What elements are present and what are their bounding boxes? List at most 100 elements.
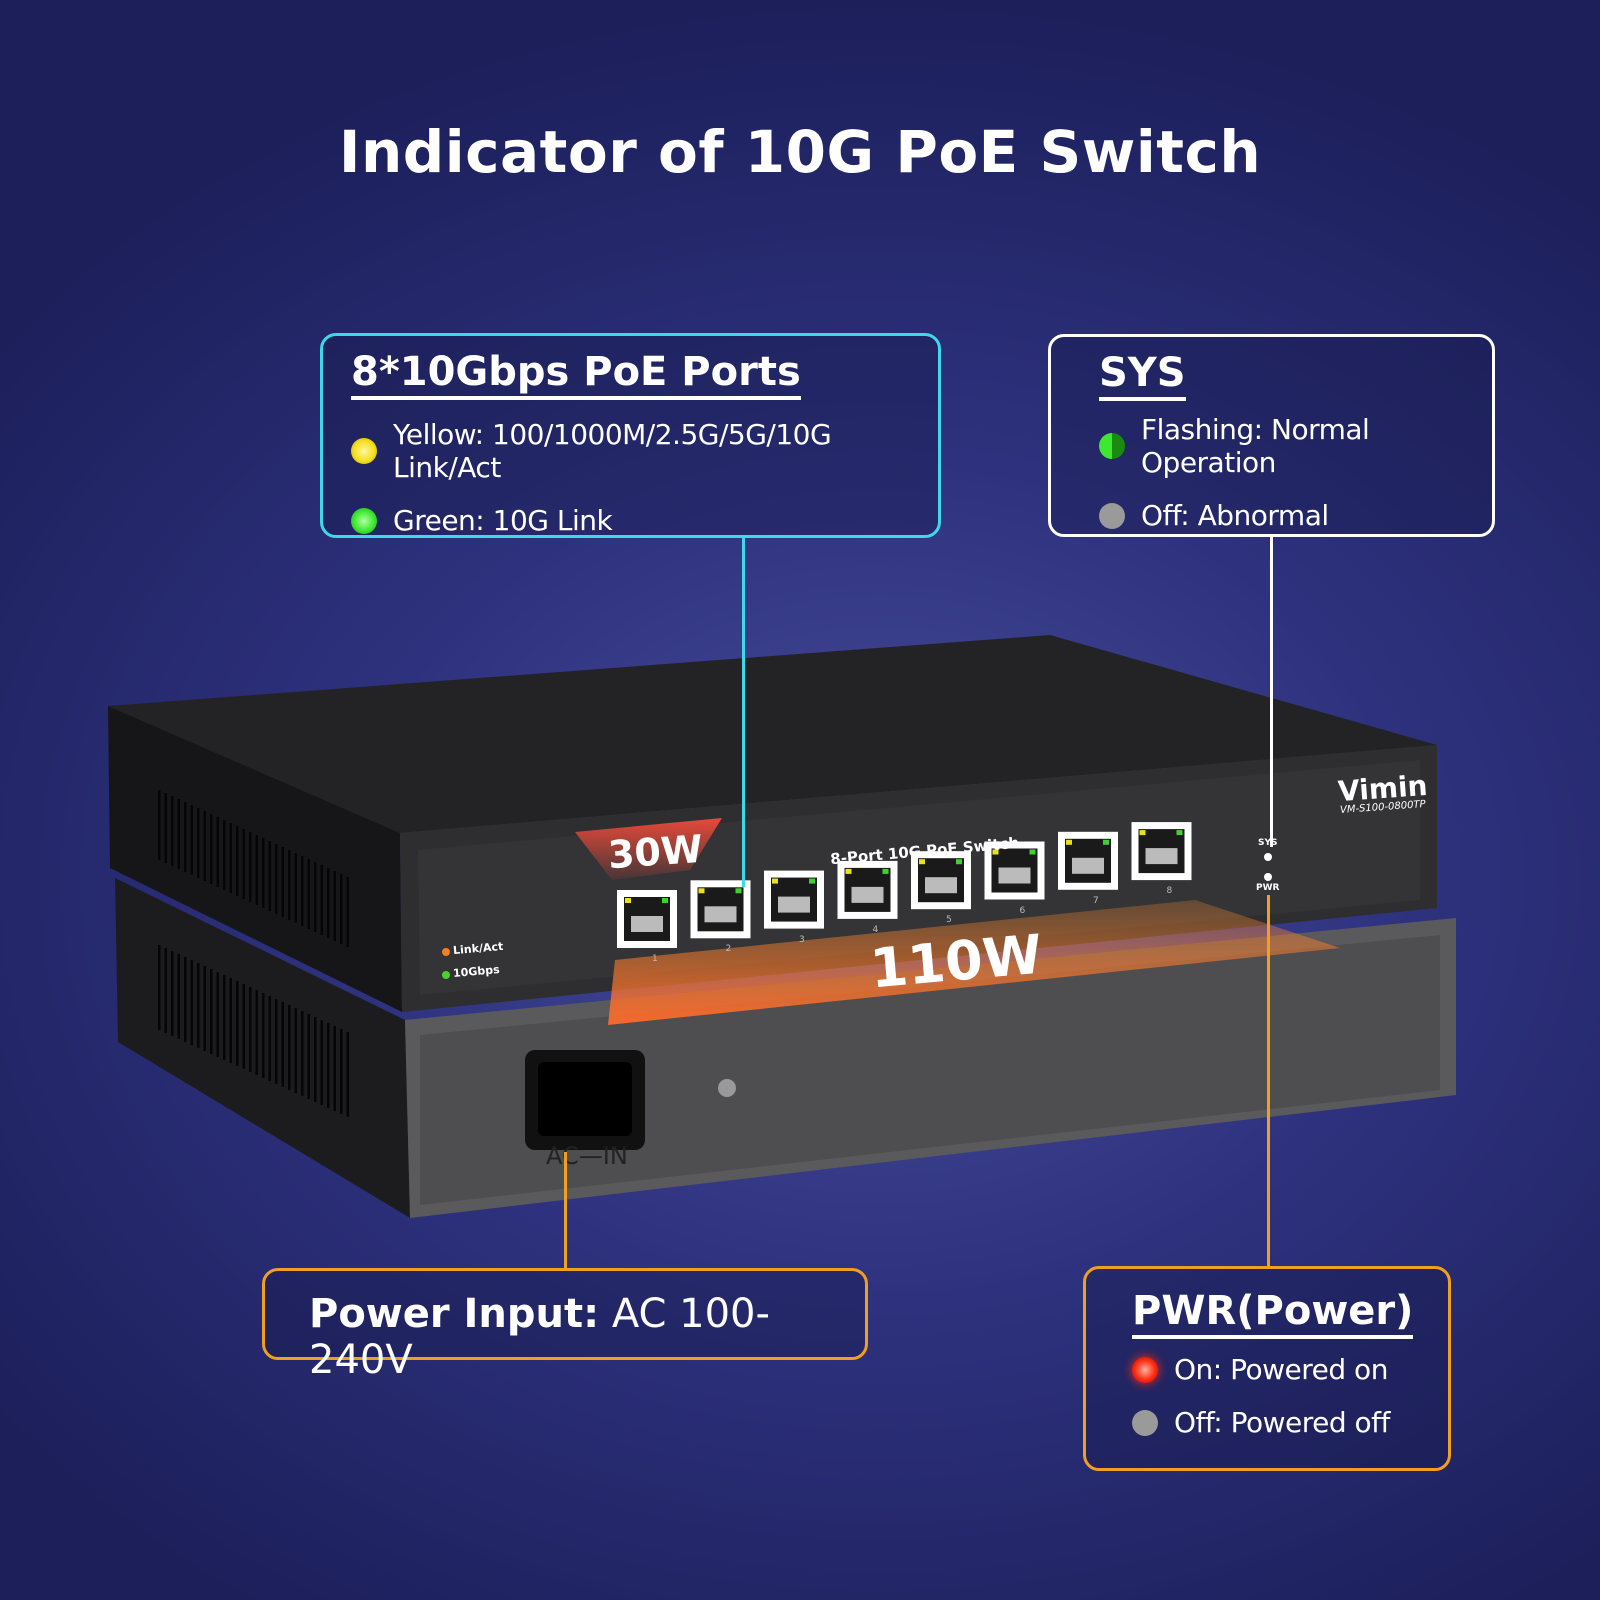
- port-number: 1: [652, 954, 658, 964]
- ethernet-port[interactable]: [617, 890, 677, 948]
- port-number: 2: [725, 944, 732, 955]
- vent-slot: [320, 865, 323, 935]
- vent-slot: [301, 856, 304, 926]
- vent-slot: [164, 793, 167, 863]
- vent-slot: [314, 1017, 317, 1102]
- vent-slot: [171, 951, 174, 1036]
- vent-slot: [229, 823, 232, 893]
- red-led-icon: [1132, 1356, 1158, 1383]
- per-port-power-highlight: [575, 818, 722, 880]
- vent-slot: [275, 844, 278, 914]
- off-led-icon: [1132, 1409, 1158, 1436]
- vent-slot: [268, 841, 271, 911]
- vent-slot: [177, 954, 180, 1039]
- power-input-label: Power Input:: [309, 1291, 600, 1337]
- page-title: Indicator of 10G PoE Switch: [338, 118, 1262, 186]
- port-number: 7: [1093, 895, 1099, 906]
- ethernet-port[interactable]: [690, 880, 751, 939]
- ports-heading: 8*10Gbps PoE Ports: [351, 350, 801, 400]
- power-callout-line: [564, 1152, 567, 1268]
- ethernet-port[interactable]: [1058, 831, 1118, 890]
- ethernet-port[interactable]: [764, 870, 824, 929]
- vent-slot: [262, 993, 265, 1078]
- vent-slot: [249, 832, 252, 902]
- vent-slot: [294, 853, 297, 923]
- sys-item-flashing: Flashing: Normal Operation: [1141, 413, 1370, 479]
- vent-slot: [340, 1029, 343, 1114]
- vent-slot: [294, 1008, 297, 1093]
- vent-slot: [184, 957, 187, 1042]
- ports-group: [617, 822, 1192, 948]
- flashing-led-icon: [1099, 433, 1125, 459]
- ports-item-yellow: Yellow: 100/1000M/2.5G/5G/10G Link/Act: [393, 418, 832, 484]
- vent-slot: [203, 811, 206, 881]
- vent-slot: [223, 975, 226, 1060]
- power-input-value: AC 100-240V: [309, 1291, 770, 1383]
- port-number: 3: [799, 934, 805, 945]
- vent-slot: [340, 874, 343, 944]
- vent-slot: [190, 805, 193, 875]
- total-power-highlight: [608, 900, 1340, 1025]
- vent-slot: [255, 990, 258, 1075]
- sys-led: [1264, 853, 1272, 861]
- port-number: 8: [1166, 886, 1173, 897]
- vent-slot: [288, 1005, 291, 1090]
- vent-slot: [281, 847, 284, 917]
- vent-slot: [268, 996, 271, 1081]
- vent-slot: [275, 999, 278, 1084]
- legend-dot-linkact: [442, 948, 450, 956]
- vent-slot: [333, 871, 336, 941]
- vent-slot: [307, 1014, 310, 1099]
- side-vents: [158, 790, 349, 1117]
- per-port-power: 30W: [606, 826, 705, 878]
- vent-slot: [320, 1020, 323, 1105]
- ground-screw: [718, 1079, 736, 1097]
- pwr-callout: PWR(Power) On: Powered on Off: Powered o…: [1083, 1266, 1451, 1471]
- vent-slot: [242, 829, 245, 899]
- sys-heading: SYS: [1099, 351, 1186, 401]
- ethernet-port[interactable]: [1131, 822, 1192, 881]
- port-number: 5: [946, 915, 952, 926]
- vent-slot: [314, 862, 317, 932]
- yellow-led-icon: [351, 438, 377, 464]
- vent-slot: [346, 1032, 349, 1117]
- port-number: 6: [1019, 905, 1026, 916]
- pwr-callout-line: [1267, 895, 1270, 1267]
- ethernet-port[interactable]: [837, 860, 898, 919]
- vent-slot: [184, 802, 187, 872]
- vent-slot: [203, 966, 206, 1051]
- power-input-callout: Power Input: AC 100-240V: [262, 1268, 868, 1383]
- vent-slot: [262, 838, 265, 908]
- pwr-heading: PWR(Power): [1132, 1289, 1414, 1339]
- vent-slot: [249, 987, 252, 1072]
- vent-slot: [216, 972, 219, 1057]
- sys-callout: SYS Flashing: Normal Operation Off: Abno…: [1048, 334, 1495, 537]
- pwr-item-off: Off: Powered off: [1174, 1406, 1390, 1439]
- vent-slot: [190, 960, 193, 1045]
- vent-slot: [216, 817, 219, 887]
- vent-slot: [164, 948, 167, 1033]
- ethernet-port[interactable]: [984, 841, 1045, 900]
- vent-slot: [229, 978, 232, 1063]
- ports-callout-line: [742, 537, 745, 887]
- vent-slot: [281, 1002, 284, 1087]
- pwr-item-on: On: Powered on: [1174, 1353, 1388, 1386]
- vent-slot: [255, 835, 258, 905]
- ac-in-label: AC—IN: [546, 1142, 628, 1170]
- vent-slot: [158, 945, 161, 1030]
- vent-slot: [301, 1011, 304, 1096]
- ports-callout: 8*10Gbps PoE Ports Yellow: 100/1000M/2.5…: [320, 333, 941, 538]
- ethernet-port[interactable]: [911, 851, 971, 910]
- vent-slot: [236, 981, 239, 1066]
- vent-slot: [171, 796, 174, 866]
- vent-slot: [210, 814, 213, 884]
- sys-item-off: Off: Abnormal: [1141, 499, 1329, 532]
- vent-slot: [223, 820, 226, 890]
- vent-slot: [346, 877, 349, 947]
- pwr-led-label: PWR: [1256, 883, 1280, 893]
- vent-slot: [307, 859, 310, 929]
- vent-slot: [236, 826, 239, 896]
- vent-slot: [158, 790, 161, 860]
- port-number: 4: [872, 924, 879, 935]
